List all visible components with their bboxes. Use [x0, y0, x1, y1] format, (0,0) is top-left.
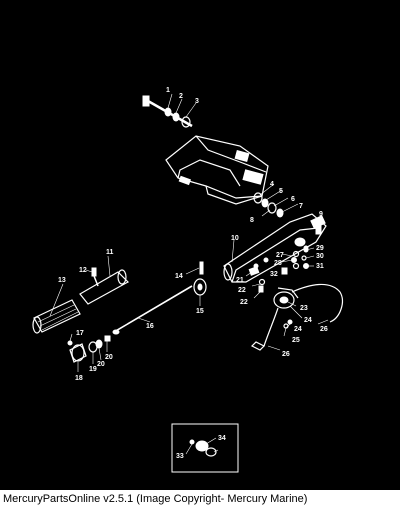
callout-15: 22 — [238, 287, 246, 294]
callout-13: 21 — [236, 277, 244, 284]
callout-25: 9 — [319, 211, 323, 218]
exploded-parts-diagram: 1 2 3 4 5 6 7 8 9 10 11 12 13 14 15 16 1… — [32, 87, 343, 473]
pivot-washers[interactable] — [253, 192, 284, 218]
throttle-shaft[interactable] — [112, 285, 193, 335]
callout-31: 2 — [179, 93, 183, 100]
callout-26: 4 — [270, 181, 274, 188]
callout-8: 20 — [97, 361, 105, 368]
callout-7: 19 — [89, 366, 97, 373]
callout-16: 23 — [300, 305, 308, 312]
callout-37: 6 — [291, 196, 295, 203]
callout-12: 14 — [175, 273, 183, 280]
callout-1: 10 — [231, 235, 239, 242]
callout-9: 20 — [105, 354, 113, 361]
callout-24b: 32 — [270, 271, 278, 278]
callout-32: 34 — [218, 435, 226, 442]
copyright-footer: MercuryPartsOnline v2.5.1 (Image Copyrig… — [0, 490, 400, 508]
tiller-bracket[interactable] — [165, 135, 269, 205]
callout-3: 12 — [79, 267, 87, 274]
callout-29: 3 — [195, 98, 199, 105]
callout-22b: 30 — [316, 253, 324, 260]
callout-24a: 31 — [316, 263, 324, 270]
inset-box — [171, 423, 239, 473]
throttle-stop-parts[interactable] — [248, 266, 266, 293]
callout-11: 15 — [196, 308, 204, 315]
callout-10: 16 — [146, 323, 154, 330]
callout-20a: 26 — [320, 326, 328, 333]
throttle-end-parts[interactable] — [67, 335, 111, 363]
leader-lines — [49, 93, 329, 455]
bushing-11[interactable] — [193, 278, 207, 296]
callout-5: 18 — [75, 375, 83, 382]
callout-19: 24 — [294, 326, 302, 333]
callout-17: 24 — [304, 317, 312, 324]
callout-4: 13 — [58, 277, 66, 284]
tiller-bolt[interactable] — [142, 95, 193, 128]
callout-23: 29 — [316, 245, 324, 252]
throttle-grip[interactable] — [32, 299, 81, 334]
callout-30: 1 — [166, 87, 170, 94]
callout-labels: 1 2 3 4 5 6 7 8 9 10 11 12 13 14 15 16 1… — [58, 87, 328, 460]
callout-6: 17 — [76, 330, 84, 337]
callout-21: 27 — [276, 252, 284, 259]
callout-28: 8 — [250, 217, 254, 224]
stop-switch[interactable] — [250, 283, 343, 351]
screw-25[interactable] — [315, 225, 322, 235]
footer-text: MercuryPartsOnline v2.5.1 (Image Copyrig… — [3, 493, 308, 505]
callout-26b: 7 — [299, 203, 303, 210]
callout-18: 25 — [292, 337, 300, 344]
callout-20b: 26 — [282, 351, 290, 358]
callout-22a: 28 — [274, 260, 282, 267]
callout-14: 22 — [240, 299, 248, 306]
pin-12[interactable] — [199, 261, 204, 275]
callout-2: 11 — [106, 249, 114, 256]
throttle-sleeve[interactable] — [79, 267, 129, 305]
callout-33: 33 — [176, 453, 184, 460]
callout-27: 5 — [279, 188, 283, 195]
